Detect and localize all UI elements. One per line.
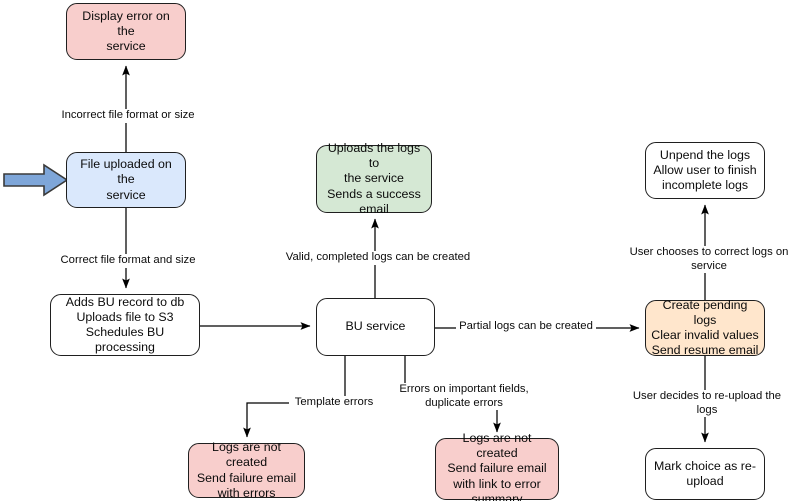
edge-label-user-chooses-correct-logs: User chooses to correct logs on service (610, 246, 801, 274)
node-logs-not-created-error-summary[interactable]: Logs are not created Send failure email … (435, 431, 559, 501)
node-mark-choice-as-reupload[interactable]: Mark choice as re- upload (645, 448, 765, 500)
node-create-pending-logs[interactable]: Create pending logs Clear invalid values… (645, 298, 765, 357)
node-file-uploaded-on-service[interactable]: File uploaded on the service (66, 152, 186, 208)
node-adds-bu-record[interactable]: Adds BU record to db Uploads file to S3 … (50, 294, 200, 356)
edge-label-errors-important-fields: Errors on important fields, duplicate er… (392, 383, 536, 411)
edge-label-user-decides-reupload: User decides to re-upload the logs (619, 390, 795, 418)
edge-label-correct-file-format: Correct file format and size (56, 254, 200, 268)
node-unpend-logs[interactable]: Unpend the logs Allow user to finish inc… (645, 142, 765, 199)
edge-label-template-errors: Template errors (289, 396, 379, 410)
input-block-arrow-icon (3, 163, 69, 197)
node-display-error[interactable]: Display error on the service (66, 3, 186, 60)
edge-label-valid-completed-logs: Valid, completed logs can be created (281, 251, 475, 265)
node-bu-service[interactable]: BU service (316, 298, 435, 356)
edge-label-incorrect-file-format: Incorrect file format or size (56, 109, 200, 123)
node-logs-not-created-with-errors[interactable]: Logs are not created Send failure email … (188, 440, 305, 500)
node-uploads-logs-success[interactable]: Uploads the logs to the service Sends a … (316, 141, 432, 216)
edge-label-partial-logs: Partial logs can be created (456, 320, 596, 334)
